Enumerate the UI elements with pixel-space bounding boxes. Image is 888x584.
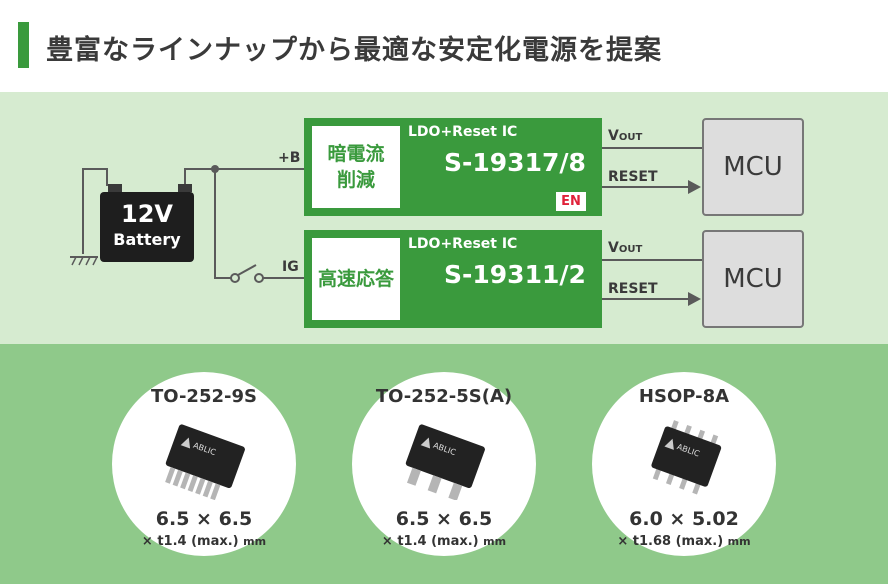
package-name-2: TO-252-5S(A) [375, 386, 513, 407]
mcu-box-1: MCU [702, 118, 804, 216]
package-card-3: HSOP-8A ABLIC 6.0 × 5.02 × t1.68 (max.) … [592, 372, 776, 556]
plus-b-label: +B [278, 150, 301, 166]
ic-type-1: LDO+Reset IC [408, 124, 518, 140]
reset-arrow-1 [688, 180, 701, 194]
header: 豊富なラインナップから最適な安定化電源を提案 [0, 0, 888, 92]
battery-neg-lead [106, 168, 108, 186]
ig-label: IG [282, 259, 299, 275]
battery-neg-terminal [108, 184, 122, 192]
package-thickness-1: × t1.4 (max.) mm [141, 534, 267, 549]
ic-feature-text-1: 暗電流 削減 [327, 143, 385, 191]
enable-badge: EN [556, 192, 586, 211]
reset-wire-2 [602, 298, 690, 300]
vout-label-1: VOUT [608, 128, 643, 144]
ic-block-1: 暗電流 削減 LDO+Reset IC S-19317/8 EN [304, 118, 602, 216]
ig-bottom-wire [214, 277, 232, 279]
package-card-1: TO-252-9S ABLIC 6.5 × 6.5 × t1.4 (max.) … [112, 372, 296, 556]
mcu-label-2: MCU [723, 264, 783, 294]
header-accent-bar [18, 22, 29, 68]
battery-pos-lead [184, 168, 186, 186]
plus-b-wire [184, 168, 304, 170]
package-name-3: HSOP-8A [638, 386, 730, 407]
mcu-label-1: MCU [723, 152, 783, 182]
ground-to-battery-wire [82, 168, 106, 170]
battery-voltage: 12V [121, 200, 173, 228]
ground-symbol [70, 252, 98, 271]
reset-arrow-2 [688, 292, 701, 306]
vout-wire-2 [602, 259, 702, 261]
ic-part-2: S-19311/2 [444, 260, 586, 289]
package-dim-3: 6.0 × 5.02 [629, 508, 739, 530]
ic-block-2: 高速応答 LDO+Reset IC S-19311/2 [304, 230, 602, 328]
reset-label-1: RESET [608, 169, 658, 185]
battery: 12V Battery [100, 184, 194, 262]
package-card-2: TO-252-5S(A) ABLIC 6.5 × 6.5 × t1.4 (max… [352, 372, 536, 556]
vout-wire-1 [602, 147, 702, 149]
battery-pos-terminal [178, 184, 192, 192]
ic-type-2: LDO+Reset IC [408, 236, 518, 252]
package-chip-image-2: ABLIC [405, 424, 485, 500]
ic-part-1: S-19317/8 [444, 148, 586, 177]
battery-label: Battery [113, 230, 181, 249]
reset-wire-1 [602, 186, 690, 188]
package-dim-1: 6.5 × 6.5 [155, 508, 253, 530]
package-thickness-3: × t1.68 (max.) mm [617, 534, 751, 549]
package-dim-2: 6.5 × 6.5 [395, 508, 493, 530]
page-title: 豊富なラインナップから最適な安定化電源を提案 [46, 35, 662, 66]
package-thickness-2: × t1.4 (max.) mm [381, 534, 507, 549]
ic-feature-1: 暗電流 削減 [312, 126, 400, 208]
ig-branch-wire [214, 168, 216, 278]
package-chip-image-3: ABLIC [651, 420, 722, 495]
ig-wire [262, 277, 304, 279]
reset-label-2: RESET [608, 281, 658, 297]
vout-label-2: VOUT [608, 240, 643, 256]
package-name-1: TO-252-9S [151, 386, 257, 407]
mcu-box-2: MCU [702, 230, 804, 328]
ic-feature-text-2: 高速応答 [317, 268, 394, 290]
ig-switch [228, 262, 268, 290]
ground-wire [82, 168, 84, 254]
ic-feature-2: 高速応答 [312, 238, 400, 320]
package-chip-image-1: ABLIC [165, 424, 245, 500]
